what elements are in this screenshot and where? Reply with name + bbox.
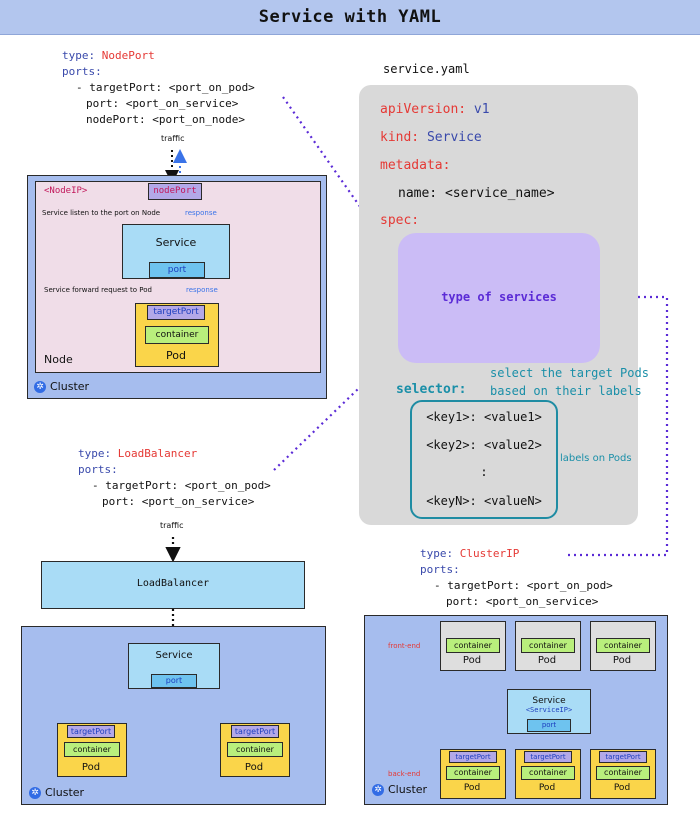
cip-back-pod-3-label: Pod <box>613 783 631 793</box>
cip-back-pod-2-container: container <box>521 766 575 780</box>
lb-pod-2-target-port: targetPort <box>231 725 279 738</box>
cip-back-pod-3-container: container <box>596 766 650 780</box>
yaml-filename: service.yaml <box>383 62 470 76</box>
lb-ports-key: ports: <box>78 463 118 476</box>
lb-target-port-line: - targetPort: <port_on_pod> <box>92 479 271 492</box>
np-node-label: Node <box>44 353 73 366</box>
cip-front-pod-1-container: container <box>446 638 500 653</box>
np-type-line: type: NodePort <box>62 48 155 63</box>
load-balancer-label: LoadBalancer <box>136 578 210 589</box>
cip-front-pod-3-container: container <box>596 638 650 653</box>
selector-note-2: based on their labels <box>490 384 642 398</box>
np-response-label-1: response <box>185 209 217 217</box>
selector-note-1: select the target Pods <box>490 366 649 380</box>
yaml-api-line: apiVersion: v1 <box>380 102 490 118</box>
yaml-api-key: apiVersion: <box>380 102 467 117</box>
selector-label-2: <key2>: <value2> <box>426 438 542 452</box>
page-title: Service with YAML <box>258 7 442 27</box>
lb-type-value: LoadBalancer <box>117 447 198 460</box>
np-cluster-label: ✲ Cluster <box>34 380 89 393</box>
cip-service-label: Service <box>532 696 566 706</box>
selector-label-1: <key1>: <value1> <box>426 410 542 424</box>
np-port-line: port: <port_on_service> <box>86 97 239 110</box>
np-service-label: Service <box>155 236 197 249</box>
cip-target-port-line: - targetPort: <port_on_pod> <box>434 579 613 592</box>
yaml-name-line: name: <service_name> <box>398 186 555 201</box>
lb-cluster-text: Cluster <box>45 786 85 799</box>
service-types-box <box>398 233 600 363</box>
selector-labels-box <box>410 400 558 519</box>
lb-traffic-label: traffic <box>160 521 184 530</box>
lb-port-line: port: <port_on_service> <box>102 495 255 508</box>
cip-front-pod-2-container: container <box>521 638 575 653</box>
kubernetes-wheel-icon: ✲ <box>29 787 41 799</box>
cip-front-pod-3-label: Pod <box>612 655 632 666</box>
cip-cluster-label: ✲ Cluster <box>372 783 427 796</box>
lb-pod-2-container: container <box>227 742 283 757</box>
cip-back-pod-1-target-port: targetPort <box>449 751 497 763</box>
cip-back-pod-3-target-port: targetPort <box>599 751 647 763</box>
nodeport-link-arrow <box>282 96 418 289</box>
yaml-kind-value: Service <box>426 130 482 145</box>
yaml-metadata-key: metadata: <box>380 158 451 173</box>
np-node-port-box: nodePort <box>148 183 202 200</box>
np-type-key: type: <box>62 49 96 62</box>
cip-front-pod-2-label: Pod <box>537 655 557 666</box>
np-target-port-box: targetPort <box>147 305 205 320</box>
service-types-label: type of services <box>441 290 557 304</box>
cip-type-value: ClusterIP <box>459 547 520 560</box>
yaml-spec-key: spec: <box>380 213 420 228</box>
cip-type-key: type: <box>420 547 454 560</box>
np-response-label-2: response <box>186 286 218 294</box>
labels-on-pods-note: labels on Pods <box>560 453 632 464</box>
np-ports-key: ports: <box>62 65 102 78</box>
np-container: container <box>145 326 209 344</box>
cip-back-pod-1-label: Pod <box>463 783 481 793</box>
cip-service-ip: <ServiceIP> <box>525 706 573 714</box>
np-forward-text: Service forward request to Pod <box>44 286 152 294</box>
selector-label-n: <keyN>: <valueN> <box>426 494 542 508</box>
np-node-ip: <NodeIP> <box>44 186 88 196</box>
np-node-port-line: nodePort: <port_on_node> <box>86 113 245 126</box>
cip-back-pod-1-container: container <box>446 766 500 780</box>
lb-pod-1-container: container <box>64 742 120 757</box>
load-balancer-box: LoadBalancer <box>41 561 305 609</box>
cip-front-pod-1-label: Pod <box>462 655 482 666</box>
cip-ports-key: ports: <box>420 563 460 576</box>
lb-pod-2-label: Pod <box>244 762 264 773</box>
cip-back-end-label: back-end <box>388 770 421 778</box>
np-listen-text: Service listen to the port on Node <box>42 209 161 217</box>
np-target-port-line: - targetPort: <port_on_pod> <box>76 81 255 94</box>
clusterip-link-arrow <box>567 288 669 557</box>
cip-port-line: port: <port_on_service> <box>446 595 599 608</box>
np-pod-label: Pod <box>166 349 186 362</box>
lb-service-label: Service <box>155 650 193 661</box>
np-traffic-label: traffic <box>161 134 185 143</box>
cip-back-pod-2-target-port: targetPort <box>524 751 572 763</box>
lb-type-key: type: <box>78 447 112 460</box>
cip-type-line: type: ClusterIP <box>420 546 519 561</box>
yaml-kind-line: kind: Service <box>380 130 482 146</box>
lb-type-line: type: LoadBalancer <box>78 446 197 461</box>
kubernetes-wheel-icon: ✲ <box>372 784 384 796</box>
cip-front-end-label: front-end <box>388 642 421 650</box>
cip-back-pod-2-label: Pod <box>538 783 556 793</box>
yaml-selector-key: selector: <box>396 382 467 397</box>
lb-port-box: port <box>151 674 197 688</box>
lb-cluster-label: ✲ Cluster <box>29 786 84 799</box>
np-type-value: NodePort <box>101 49 155 62</box>
cip-cluster-text: Cluster <box>388 783 428 796</box>
kubernetes-wheel-icon: ✲ <box>34 381 46 393</box>
lb-pod-1-label: Pod <box>81 762 101 773</box>
lb-pod-1-target-port: targetPort <box>67 725 115 738</box>
selector-label-dots: : <box>480 465 488 479</box>
np-cluster-text: Cluster <box>50 380 90 393</box>
cip-port-box: port <box>527 719 571 732</box>
np-port-box: port <box>149 262 205 278</box>
yaml-api-value: v1 <box>473 102 490 117</box>
yaml-kind-key: kind: <box>380 130 420 145</box>
title-bar <box>0 0 700 35</box>
